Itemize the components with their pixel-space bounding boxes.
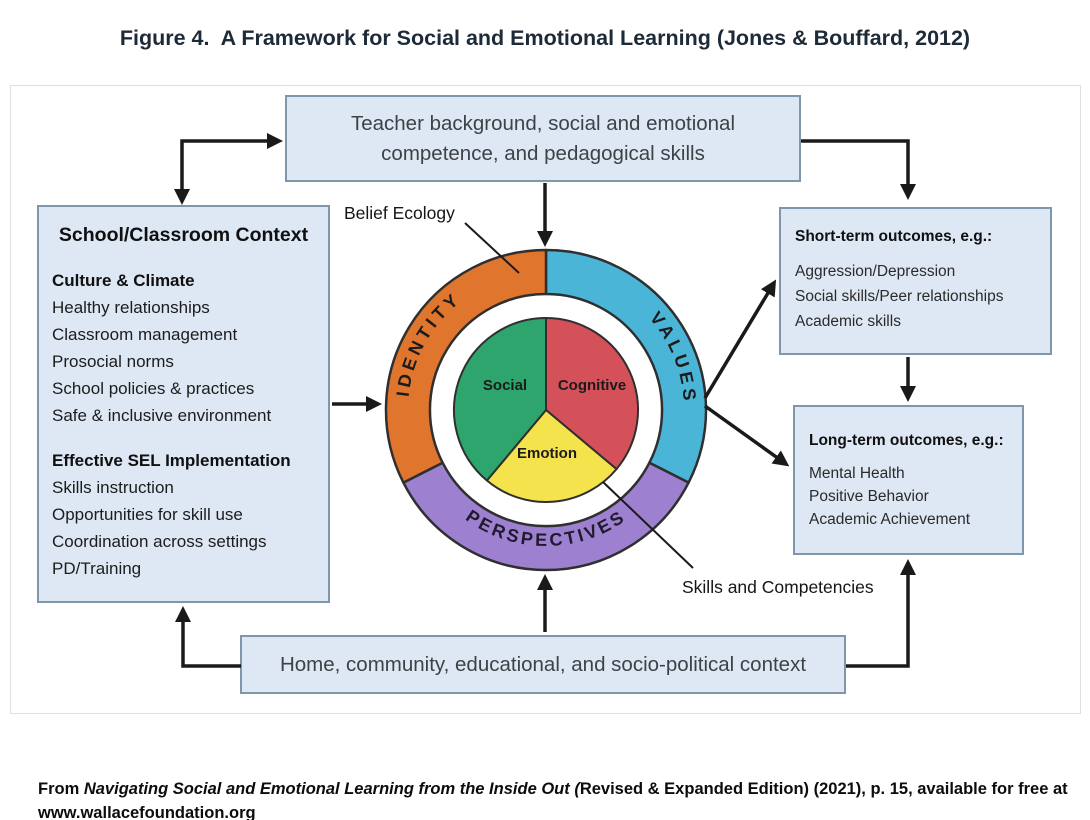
pie-label-cognitive: Cognitive [558, 377, 626, 394]
short-term-outcomes-box: Short-term outcomes, e.g.: Aggression/De… [779, 207, 1052, 355]
list-item: Healthy relationships [52, 298, 210, 317]
list-item: Academic Achievement [809, 511, 971, 528]
list-item: Prosocial norms [52, 352, 174, 371]
list-item: Aggression/Depression [795, 263, 956, 280]
list-item: Opportunities for skill use [52, 505, 243, 524]
source-note-rest: Revised & Expanded Edition) (2021), p. 1… [38, 779, 1068, 820]
teacher-box-line1: Teacher background, social and emotional [350, 112, 736, 136]
list-item: Mental Health [809, 465, 905, 482]
source-note: From Navigating Social and Emotional Lea… [38, 777, 1068, 820]
long-term-heading: Long-term outcomes, e.g.: [809, 432, 1004, 449]
source-note-prefix: From [38, 779, 84, 798]
list-item: Coordination across settings [52, 532, 267, 551]
culture-climate-section: Culture & Climate Healthy relationships … [52, 267, 315, 429]
teacher-background-box: Teacher background, social and emotional… [285, 95, 801, 182]
figure-frame [10, 85, 1081, 714]
list-item: Skills instruction [52, 478, 174, 497]
list-item: PD/Training [52, 559, 142, 578]
section-heading: Culture & Climate [52, 271, 195, 290]
home-context-box: Home, community, educational, and socio-… [240, 635, 846, 694]
pie-slice-emotion [485, 409, 618, 503]
belief-ecology-label: Belief Ecology [344, 203, 455, 223]
long-term-outcomes-box: Long-term outcomes, e.g.: Mental Health … [793, 405, 1024, 555]
home-context-text: Home, community, educational, and socio-… [279, 652, 807, 676]
ring-segment-identity [384, 248, 548, 484]
school-context-box: School/Classroom Context Culture & Clima… [37, 205, 330, 603]
sel-implementation-section: Effective SEL Implementation Skills inst… [52, 447, 315, 582]
short-term-heading: Short-term outcomes, e.g.: [795, 228, 993, 245]
figure-title: Figure 4. A Framework for Social and Emo… [119, 26, 971, 50]
pie-label-social: Social [483, 377, 527, 394]
list-item: Academic skills [795, 313, 901, 330]
teacher-box-line2: competence, and pedagogical skills [381, 141, 705, 165]
school-context-title: School/Classroom Context [58, 224, 309, 246]
list-item: Classroom management [52, 325, 238, 344]
list-item: School policies & practices [52, 379, 255, 398]
list-item: Social skills/Peer relationships [795, 288, 1004, 305]
section-heading: Effective SEL Implementation [52, 451, 291, 470]
pie-label-emotion: Emotion [517, 445, 577, 462]
skills-competencies-label: Skills and Competencies [682, 577, 874, 597]
sel-wheel: IDENTITY VALUES PERSPECTIVES Social Cogn… [384, 248, 708, 572]
list-item: Safe & inclusive environment [52, 406, 272, 425]
pie-slice-cognitive [545, 317, 639, 471]
source-note-book-title: Navigating Social and Emotional Learning… [83, 779, 580, 798]
pie-slice-social [453, 317, 547, 482]
list-item: Positive Behavior [809, 488, 929, 505]
